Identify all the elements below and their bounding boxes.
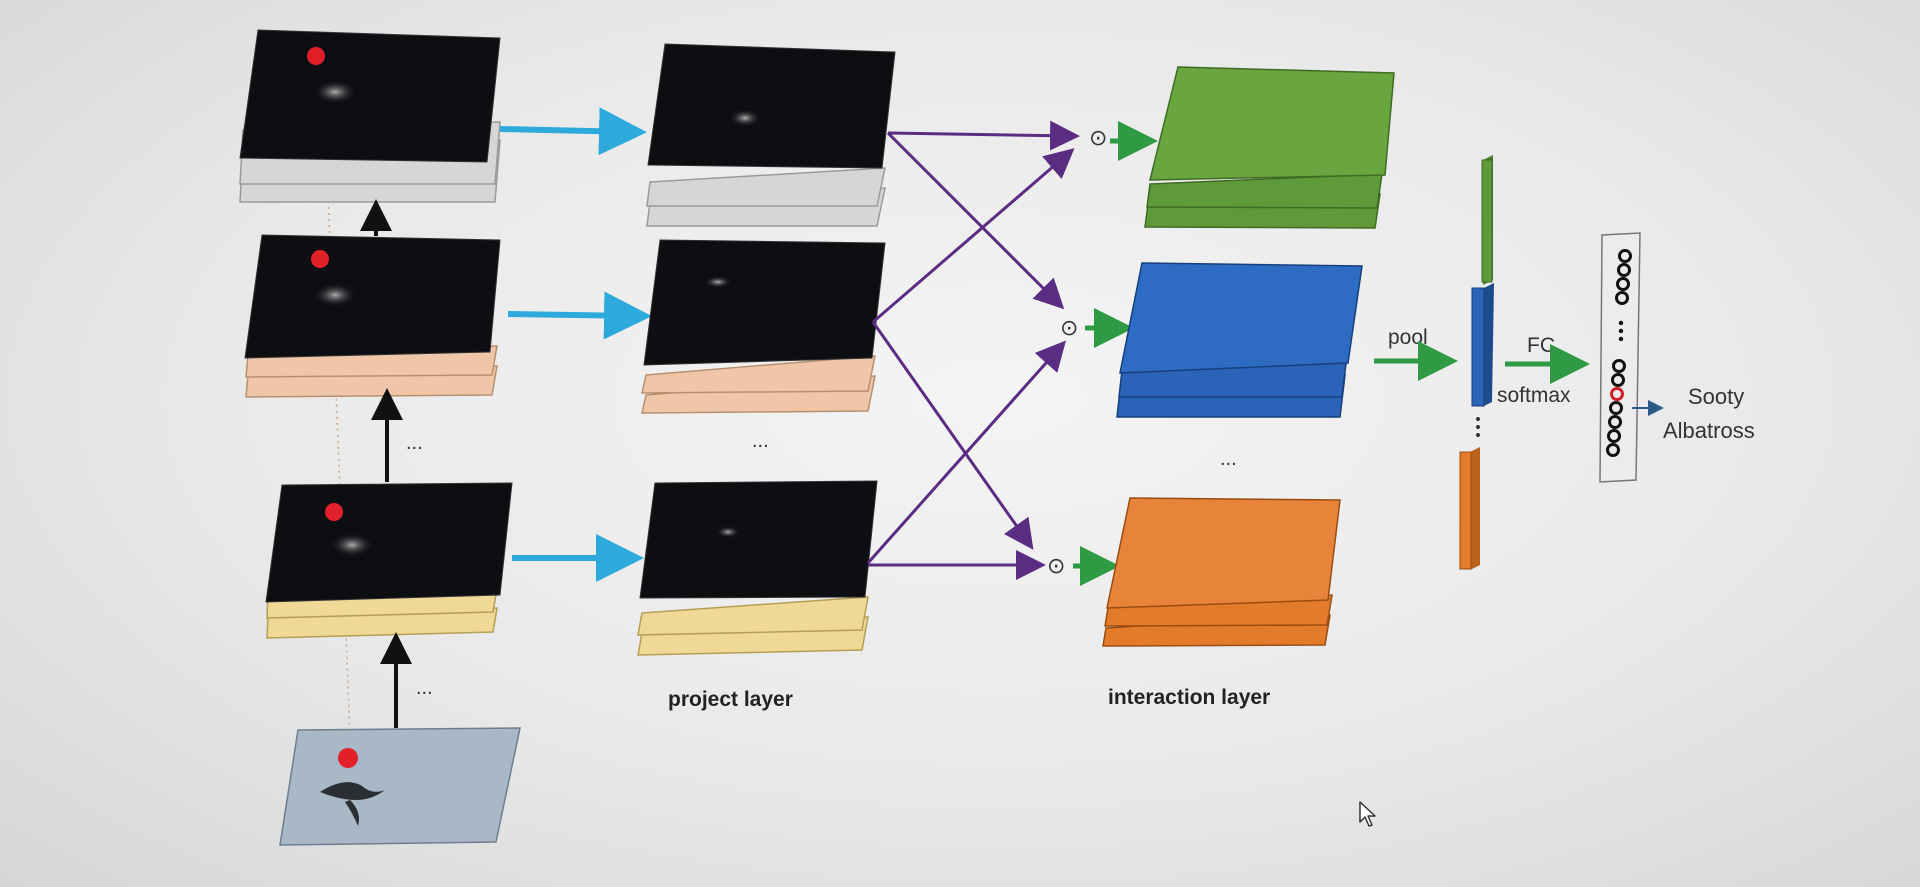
attention-dot (338, 748, 358, 768)
pool-label: pool (1388, 326, 1428, 349)
pooled-feature-vector (1459, 155, 1494, 570)
interaction-map-blue (1116, 262, 1363, 418)
hadamard-symbol-3: ⊙ (1047, 553, 1065, 578)
hadamard-symbol-2: ⊙ (1060, 315, 1078, 340)
project-stack-2 (641, 239, 886, 414)
blue-arrow-1 (499, 107, 647, 156)
output-label-line2: Albatross (1663, 418, 1755, 443)
output-neurons (1599, 232, 1641, 483)
ellipsis-interaction: ... (1220, 448, 1237, 470)
blue-arrow-2 (507, 291, 652, 340)
fc-label: FC (1527, 334, 1555, 357)
input-bird-image (279, 727, 521, 846)
ellipsis-left-2: ... (416, 677, 433, 699)
hadamard-symbol-1: ⊙ (1089, 125, 1107, 150)
output-label-line1: Sooty (1688, 384, 1744, 409)
interaction-layer-label: interaction layer (1108, 686, 1270, 709)
interaction-map-orange (1102, 497, 1341, 647)
softmax-label: softmax (1497, 384, 1571, 407)
backbone-stack-3 (265, 482, 513, 639)
backbone-stack-2 (244, 234, 501, 398)
mouse-pointer-icon (1359, 801, 1376, 827)
interaction-map-green (1144, 66, 1395, 229)
attention-dot (307, 47, 325, 65)
project-layer-label: project layer (668, 688, 793, 711)
ellipsis-project: ... (752, 430, 769, 452)
project-stack-3 (637, 480, 878, 656)
predicted-class-neuron (1610, 387, 1624, 401)
attention-dot (325, 503, 343, 521)
backbone-stack-1 (239, 29, 501, 203)
purple-interaction-arrows (866, 120, 1080, 580)
ellipsis-left-1: ... (406, 432, 423, 454)
project-stack-1 (646, 43, 896, 227)
attention-dot (311, 250, 329, 268)
